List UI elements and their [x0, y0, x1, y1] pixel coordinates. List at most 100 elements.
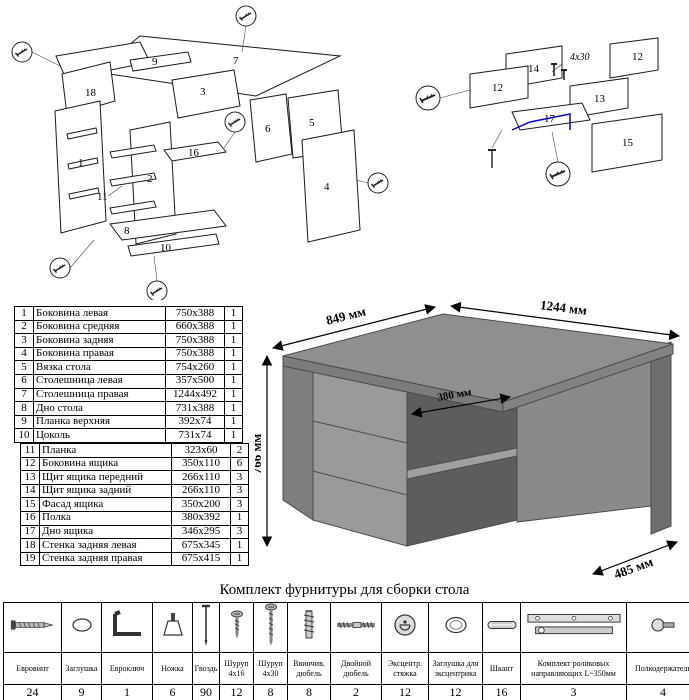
part-size: 750x388: [165, 333, 225, 348]
drawer-panels: [469, 37, 663, 173]
hardware-name: Шкант: [482, 652, 521, 685]
desk-panels: [54, 35, 361, 257]
part-name: Боковина правая: [33, 346, 166, 362]
part-qty: 1: [224, 401, 243, 416]
part-size: 266x110: [171, 483, 231, 499]
cam-lock-icon: [381, 602, 429, 653]
exploded-view-drawer: 14 12 12 13 17 15 4x30: [415, 37, 663, 187]
part-name: Боковина левая: [33, 306, 166, 321]
part-qty: 1: [230, 551, 249, 567]
hardware-qty: 90: [192, 684, 220, 700]
confirmat-screw-icon: [3, 602, 62, 653]
part-qty: 1: [224, 428, 243, 443]
hardware-qty: 8: [287, 684, 331, 700]
nail-detail: [488, 149, 496, 168]
hardware-kit-title: Комплект фурнитуры для сборки стола: [219, 582, 470, 598]
svg-text:8: 8: [124, 225, 130, 237]
part-num: 13: [20, 470, 40, 485]
svg-text:14: 14: [528, 63, 540, 75]
part-size: 266x110: [171, 470, 231, 485]
part-size: 754x260: [165, 360, 225, 375]
part-num: 10: [14, 428, 34, 443]
hardware-qty: 1: [101, 684, 153, 700]
hardware-name: Заглушка для эксцентрика: [428, 652, 483, 685]
svg-text:7: 7: [233, 55, 239, 67]
part-num: 2: [14, 319, 34, 335]
screw-long-icon: [253, 602, 288, 653]
svg-text:4: 4: [324, 181, 330, 193]
screw-size-note: 4x30: [570, 52, 589, 63]
hardware-qty: 8: [253, 684, 288, 700]
dim-380: 380 мм: [437, 386, 473, 404]
hardware-qty: 12: [381, 684, 429, 700]
part-qty: 3: [230, 483, 249, 499]
part-size: 346x295: [171, 524, 231, 540]
hardware-qty: 24: [3, 684, 62, 700]
part-num: 12: [20, 456, 40, 472]
part-name: Вязка стола: [33, 360, 166, 375]
part-num: 15: [20, 497, 40, 512]
svg-text:6: 6: [265, 123, 271, 135]
part-num: 19: [20, 551, 40, 567]
svg-text:16: 16: [188, 147, 200, 159]
part-qty: 1: [224, 333, 243, 348]
hardware-name: Шуруп 4x30: [253, 652, 288, 685]
hardware-name: Ввинчив. дюбель: [287, 652, 331, 685]
part-qty: 1: [224, 373, 243, 389]
cap-icon: [61, 602, 102, 653]
svg-text:17: 17: [544, 113, 556, 125]
hardware-qty: 9: [61, 684, 102, 700]
part-name: Щит ящика задний: [39, 483, 172, 499]
part-size: 392x74: [165, 414, 225, 430]
hardware-name: Ножка: [152, 652, 193, 685]
part-num: 3: [14, 333, 34, 348]
part-num: 6: [14, 373, 34, 389]
hardware-qty: 6: [152, 684, 193, 700]
dim-849: 849 мм: [324, 303, 367, 327]
part-size: 350x200: [171, 497, 231, 512]
hardware-name: Заглушка: [61, 652, 102, 685]
part-num: 1: [14, 306, 34, 321]
hardware-name: Гвоздь: [192, 652, 220, 685]
part-num: 18: [20, 538, 40, 553]
leg-icon: [152, 602, 193, 653]
small-screws: [551, 63, 567, 80]
hardware-qty: 3: [520, 684, 627, 700]
nail-icon: [192, 602, 220, 653]
part-qty: 3: [230, 497, 249, 512]
part-num: 9: [14, 414, 34, 430]
desk-render: 849 мм 1244 мм 766 мм 380 мм 485 мм: [255, 297, 681, 582]
part-size: 1244x492: [165, 387, 225, 403]
part-qty: 3: [230, 470, 249, 485]
part-qty: 3: [230, 524, 249, 540]
part-size: 750x388: [165, 306, 225, 321]
svg-text:2: 2: [147, 173, 153, 185]
part-num: 7: [14, 387, 34, 403]
exploded-view-desk: 7 18 9 3 1 2 11 16 8 10 6 5 4: [11, 5, 389, 300]
part-size: 350x110: [171, 456, 231, 472]
part-size: 750x388: [165, 346, 225, 362]
hardware-name: Эксцентр. стяжка: [381, 652, 429, 685]
part-name: Дно ящика: [39, 524, 172, 540]
part-qty: 2: [230, 443, 249, 458]
hardware-name: Комплект роликовых направляющих L~350мм: [520, 652, 627, 685]
hardware-qty: 12: [219, 684, 254, 700]
hardware-name: Двойной дюбель: [330, 652, 382, 685]
part-qty: 1: [230, 538, 249, 553]
part-num: 4: [14, 346, 34, 362]
